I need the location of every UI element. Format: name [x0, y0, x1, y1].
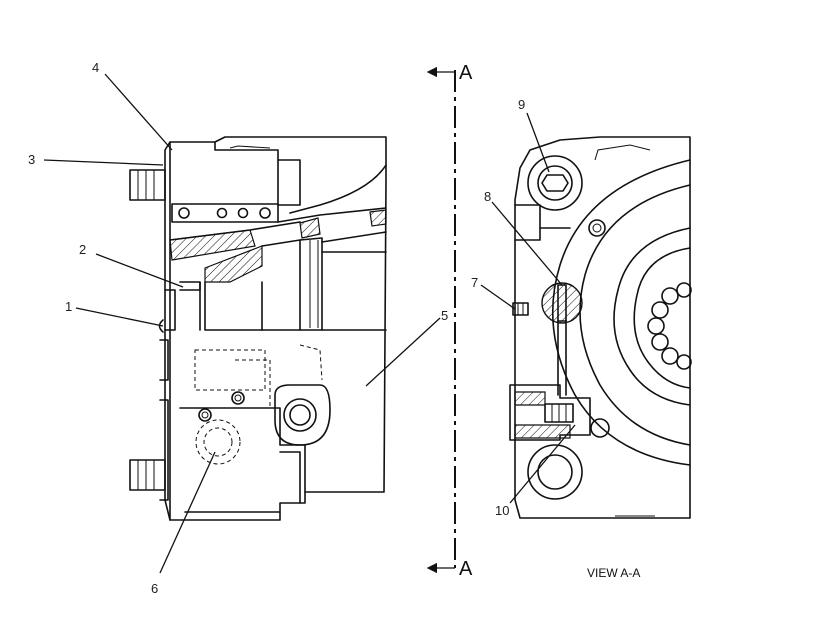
callout-5: 5	[441, 308, 448, 323]
side-view	[129, 136, 387, 521]
callout-6: 6	[151, 581, 158, 596]
housing-outline	[164, 136, 387, 521]
view-title: VIEW A-A	[587, 566, 640, 580]
top-bolt-boss	[527, 155, 583, 211]
section-letter-bottom: A	[459, 558, 473, 580]
callout-2: 2	[79, 242, 86, 257]
bottom-bolt-boss	[527, 444, 583, 500]
callout-1: 1	[65, 299, 72, 314]
bearing-rollers	[647, 282, 692, 370]
callout-10: 10	[495, 503, 509, 518]
callout-8: 8	[484, 189, 491, 204]
callout-7: 7	[471, 275, 478, 290]
section-line	[426, 66, 456, 574]
callout-4: 4	[92, 60, 99, 75]
callout-leaders	[43, 73, 576, 574]
callout-9: 9	[518, 97, 525, 112]
section-letter-top: A	[459, 62, 473, 84]
callout-3: 3	[28, 152, 35, 167]
upper-stud	[129, 169, 166, 201]
section-view	[509, 136, 692, 519]
lower-stud	[129, 459, 166, 491]
